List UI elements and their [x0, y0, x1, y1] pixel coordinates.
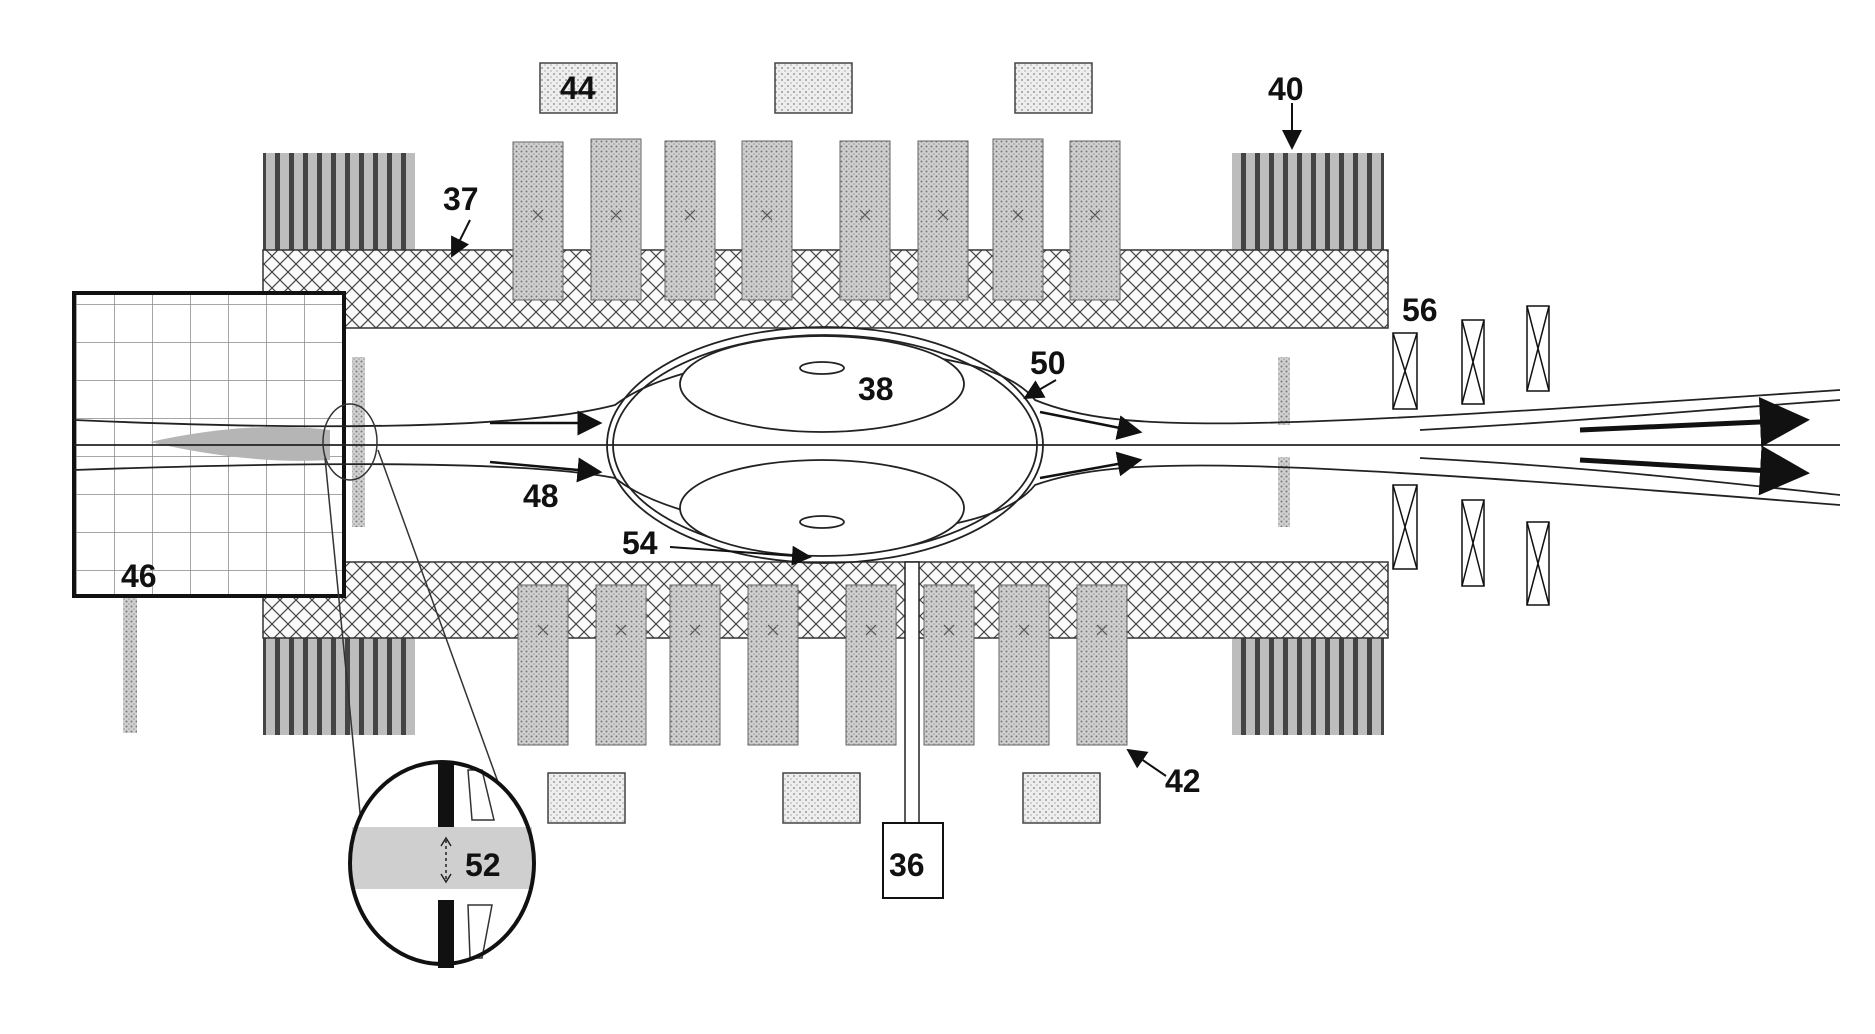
label-36: 36 — [889, 847, 925, 883]
aperture-plate-right-top — [1278, 357, 1290, 425]
label-44: 44 — [560, 70, 596, 106]
label-38: 38 — [858, 371, 894, 407]
outer-coils-bottom — [548, 773, 1100, 823]
zoom-inset — [350, 762, 534, 968]
support-post — [123, 590, 137, 733]
label-48: 48 — [523, 478, 559, 514]
label-56: 56 — [1402, 292, 1438, 328]
label-42: 42 — [1165, 763, 1201, 799]
label-46: 46 — [121, 558, 157, 594]
label-50: 50 — [1030, 345, 1066, 381]
aperture-plate-left — [352, 357, 365, 527]
label-54: 54 — [622, 525, 658, 561]
label-40: 40 — [1268, 71, 1304, 107]
exit-coils — [1393, 306, 1549, 605]
outer-coils-top — [540, 63, 1092, 113]
label-37: 37 — [443, 181, 479, 217]
label-52: 52 — [465, 847, 501, 883]
vessel-wall-top — [263, 250, 1388, 328]
